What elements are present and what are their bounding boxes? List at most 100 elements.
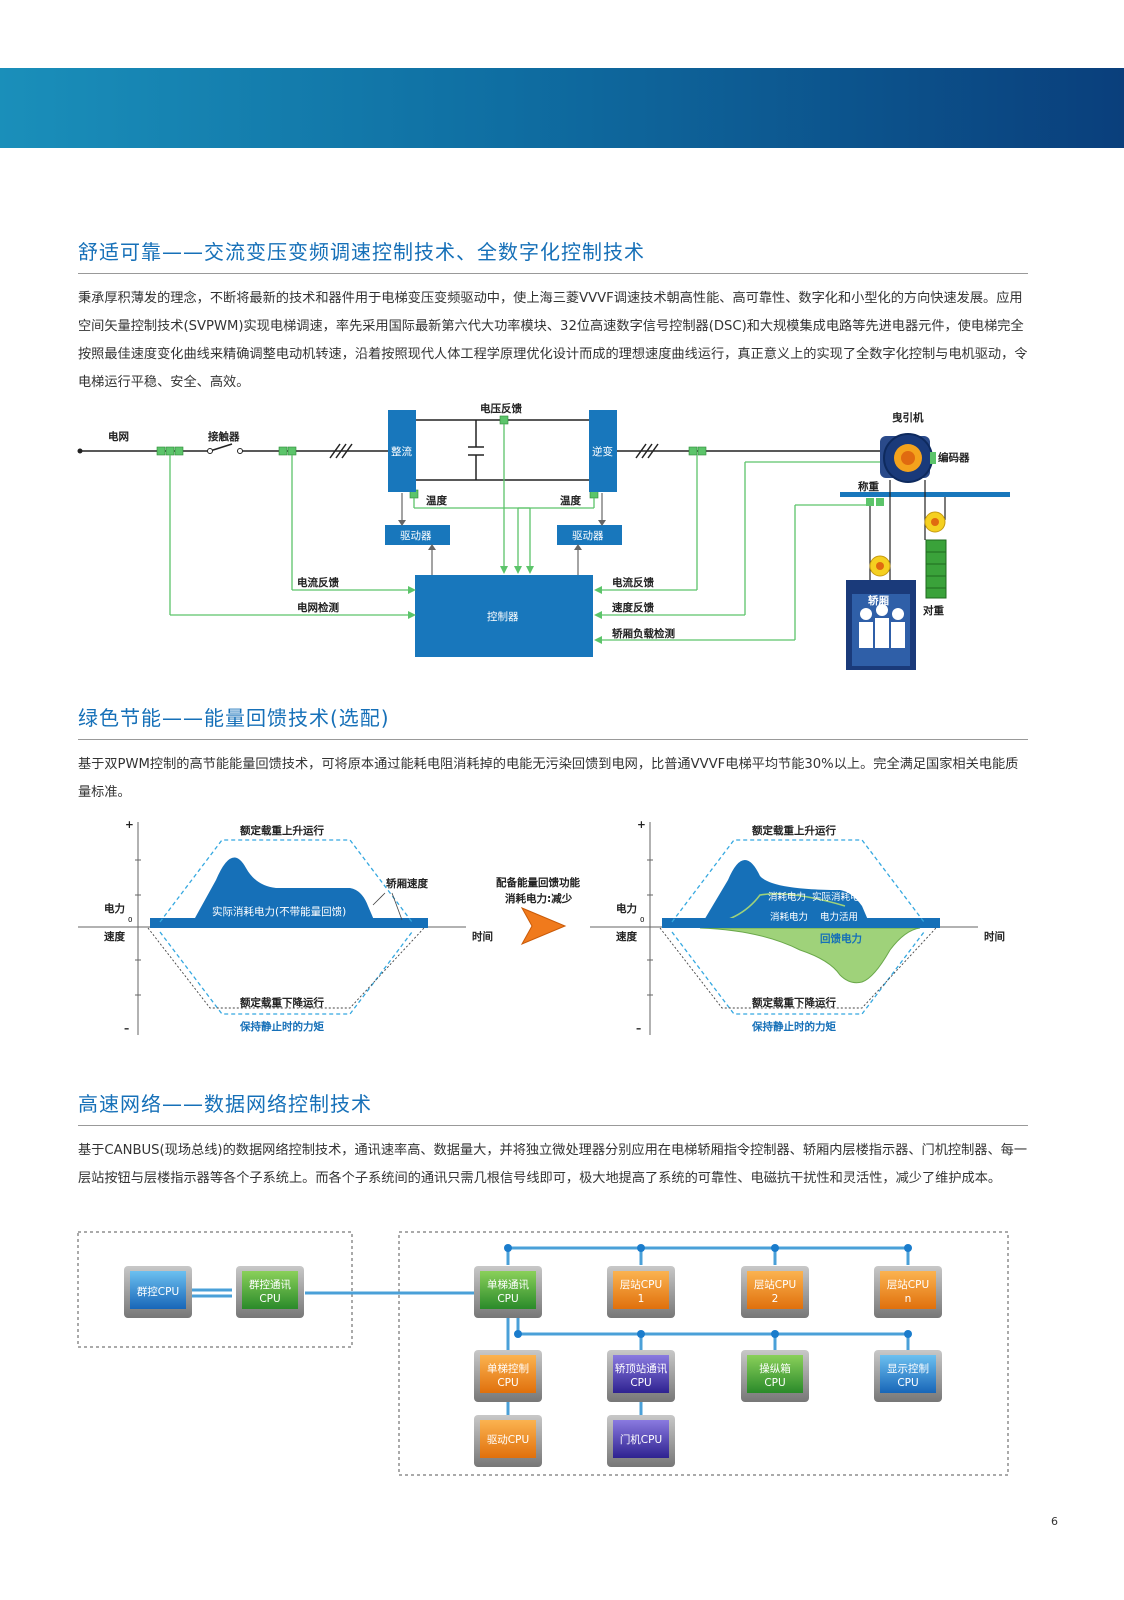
label-display-2: CPU	[897, 1377, 918, 1389]
cpu-single-control: 单梯控制 CPU	[474, 1350, 542, 1402]
rectifier-box	[388, 410, 416, 492]
axis-minus: –	[636, 1023, 641, 1035]
label-hall-n-a: 层站CPU	[887, 1278, 929, 1291]
label-counterweight: 对重	[923, 604, 944, 617]
cpu-display-control: 显示控制 CPU	[874, 1350, 942, 1402]
axis-plus: +	[637, 819, 646, 831]
cpu-operating-panel: 操纵箱 CPU	[741, 1350, 809, 1402]
car-speed-up-curve	[671, 839, 925, 923]
label-car: 轿厢	[868, 594, 889, 607]
cpu-car-top-comm: 轿顶站通讯 CPU	[607, 1350, 675, 1402]
label-hall-1-b: 1	[638, 1293, 645, 1305]
label-group-comm-1: 群控通讯	[249, 1278, 291, 1291]
label-hall-2-b: 2	[772, 1293, 779, 1305]
label-traction: 曳引机	[892, 411, 924, 424]
label-controller: 控制器	[487, 610, 519, 623]
load-sensors	[866, 498, 884, 506]
label-group-comm-2: CPU	[259, 1293, 280, 1305]
label-current-fb-left: 电流反馈	[297, 576, 339, 589]
label-single-ctrl-2: CPU	[497, 1377, 518, 1389]
axis-plus: +	[125, 819, 134, 831]
section-divider	[78, 739, 1028, 740]
label-consumption-reduced: 消耗电力:减少	[505, 892, 573, 905]
cpu-single-comm: 单梯通讯 CPU	[474, 1266, 542, 1318]
label-power-reuse: 电力活用	[820, 911, 858, 923]
label-hall-2-a: 层站CPU	[754, 1278, 796, 1291]
label-down-run: 额定载重下降运行	[751, 996, 836, 1009]
label-single-comm-2: CPU	[497, 1293, 518, 1305]
car-speed-down-curve	[671, 931, 925, 1015]
chart-with-regen: + – 0 电力 速度 时间 额定载重上升运行 额定载重下降运行 保持静止时的力…	[590, 819, 1005, 1035]
label-speed: 速度	[616, 930, 637, 943]
label-feedback-power: 回馈电力	[820, 932, 862, 945]
label-car-load: 轿厢负载检测	[612, 627, 675, 640]
contactor-contact	[237, 448, 243, 454]
axis-zero: 0	[128, 916, 132, 924]
label-temp-right: 温度	[560, 494, 581, 507]
traction-machine	[880, 433, 936, 483]
label-encoder: 编码器	[938, 451, 970, 464]
label-panel-1: 操纵箱	[759, 1362, 791, 1375]
label-inverter: 逆变	[592, 445, 613, 458]
axis-minus: –	[124, 1023, 129, 1035]
car-speed-up-curve	[159, 839, 413, 923]
label-weighing: 称重	[858, 480, 879, 493]
label-speed-fb: 速度反馈	[612, 601, 654, 614]
label-time: 时间	[472, 930, 493, 943]
driver-right-box	[557, 525, 622, 545]
contactor-contact	[207, 448, 213, 454]
counterweight-block	[925, 539, 947, 599]
cpu-hall-1: 层站CPU 1	[607, 1266, 675, 1318]
cpu-drive: 驱动CPU	[474, 1415, 542, 1467]
transition-arrow-icon	[520, 906, 567, 946]
label-down-run: 额定载重下降运行	[239, 996, 324, 1009]
label-single-ctrl-1: 单梯控制	[487, 1362, 529, 1375]
grid-terminal	[77, 448, 83, 454]
label-hall-1-a: 层站CPU	[620, 1278, 662, 1291]
section-divider	[78, 1125, 1028, 1126]
label-contactor: 接触器	[208, 430, 240, 443]
cpu-group-control: 群控CPU	[124, 1266, 192, 1318]
chart-without-regen: + – 0 电力 速度 时间 额定载重上升运行 额定载重下降运行 保持静止时的力…	[78, 819, 493, 1035]
label-consumption-c: 消耗电力	[770, 911, 808, 923]
label-actual-consumption: 实际消耗电力(不带能量回馈)	[212, 905, 346, 918]
label-rectifier: 整流	[391, 445, 412, 458]
power-curve-area	[662, 859, 940, 928]
cpu-hall-2: 层站CPU 2	[741, 1266, 809, 1318]
label-temp-left: 温度	[426, 494, 447, 507]
label-panel-2: CPU	[764, 1377, 785, 1389]
cpu-group-comm: 群控通讯 CPU	[236, 1266, 304, 1318]
current-sensors	[156, 415, 707, 499]
section-divider	[78, 273, 1028, 274]
page-number: 6	[1051, 1515, 1058, 1528]
cpu-door: 门机CPU	[607, 1415, 675, 1467]
label-hold-torque: 保持静止时的力矩	[751, 1020, 836, 1033]
label-hold-torque: 保持静止时的力矩	[239, 1020, 324, 1033]
driver-left-box	[385, 525, 450, 545]
hold-torque-curve	[147, 927, 425, 1009]
label-cartop-1: 轿顶站通讯	[615, 1362, 668, 1375]
cpu-hall-n: 层站CPU n	[874, 1266, 942, 1318]
label-time: 时间	[984, 930, 1005, 943]
label-cartop-2: CPU	[630, 1377, 651, 1389]
label-driver-right: 驱动器	[572, 530, 604, 542]
label-driver-left: 驱动器	[400, 530, 432, 542]
energy-feedback-diagram: + – 0 电力 速度 时间 额定载重上升运行 额定载重下降运行 保持静止时的力…	[78, 819, 1005, 1035]
label-single-comm-1: 单梯通讯	[487, 1278, 529, 1291]
power-curve-area	[150, 857, 428, 928]
label-hall-n-b: n	[905, 1293, 912, 1305]
header-banner	[0, 68, 1124, 148]
group-control-zone	[77, 1231, 353, 1348]
section-title-energy: 绿色节能——能量回馈技术(选配)	[78, 706, 390, 730]
section-title-network: 高速网络——数据网络控制技术	[78, 1092, 372, 1116]
label-current-fb-right: 电流反馈	[612, 576, 654, 589]
label-power: 电力	[104, 902, 125, 915]
drive-system-diagram: 电网 接触器 电压反馈 整流 逆变 温度 温度 驱动器 驱动器 控制器	[77, 402, 1010, 670]
label-group-cpu: 群控CPU	[137, 1285, 179, 1298]
label-regen-option: 配备能量回馈功能	[496, 876, 580, 889]
section-paragraph-comfort: 秉承厚积薄发的理念，不断将最新的技术和器件用于电梯变压变频驱动中，使上海三菱VV…	[78, 291, 1028, 390]
can-network-diagram: 群控CPU 群控通讯 CPU 单梯通讯 CPU 层站CPU 1 层站CPU 2 …	[77, 1231, 1009, 1476]
controller-box	[415, 575, 593, 657]
label-grid: 电网	[108, 430, 129, 443]
section-paragraph-energy: 基于双PWM控制的高节能能量回馈技术，可将原本通过能耗电阻消耗掉的电能无污染回馈…	[78, 757, 1019, 800]
